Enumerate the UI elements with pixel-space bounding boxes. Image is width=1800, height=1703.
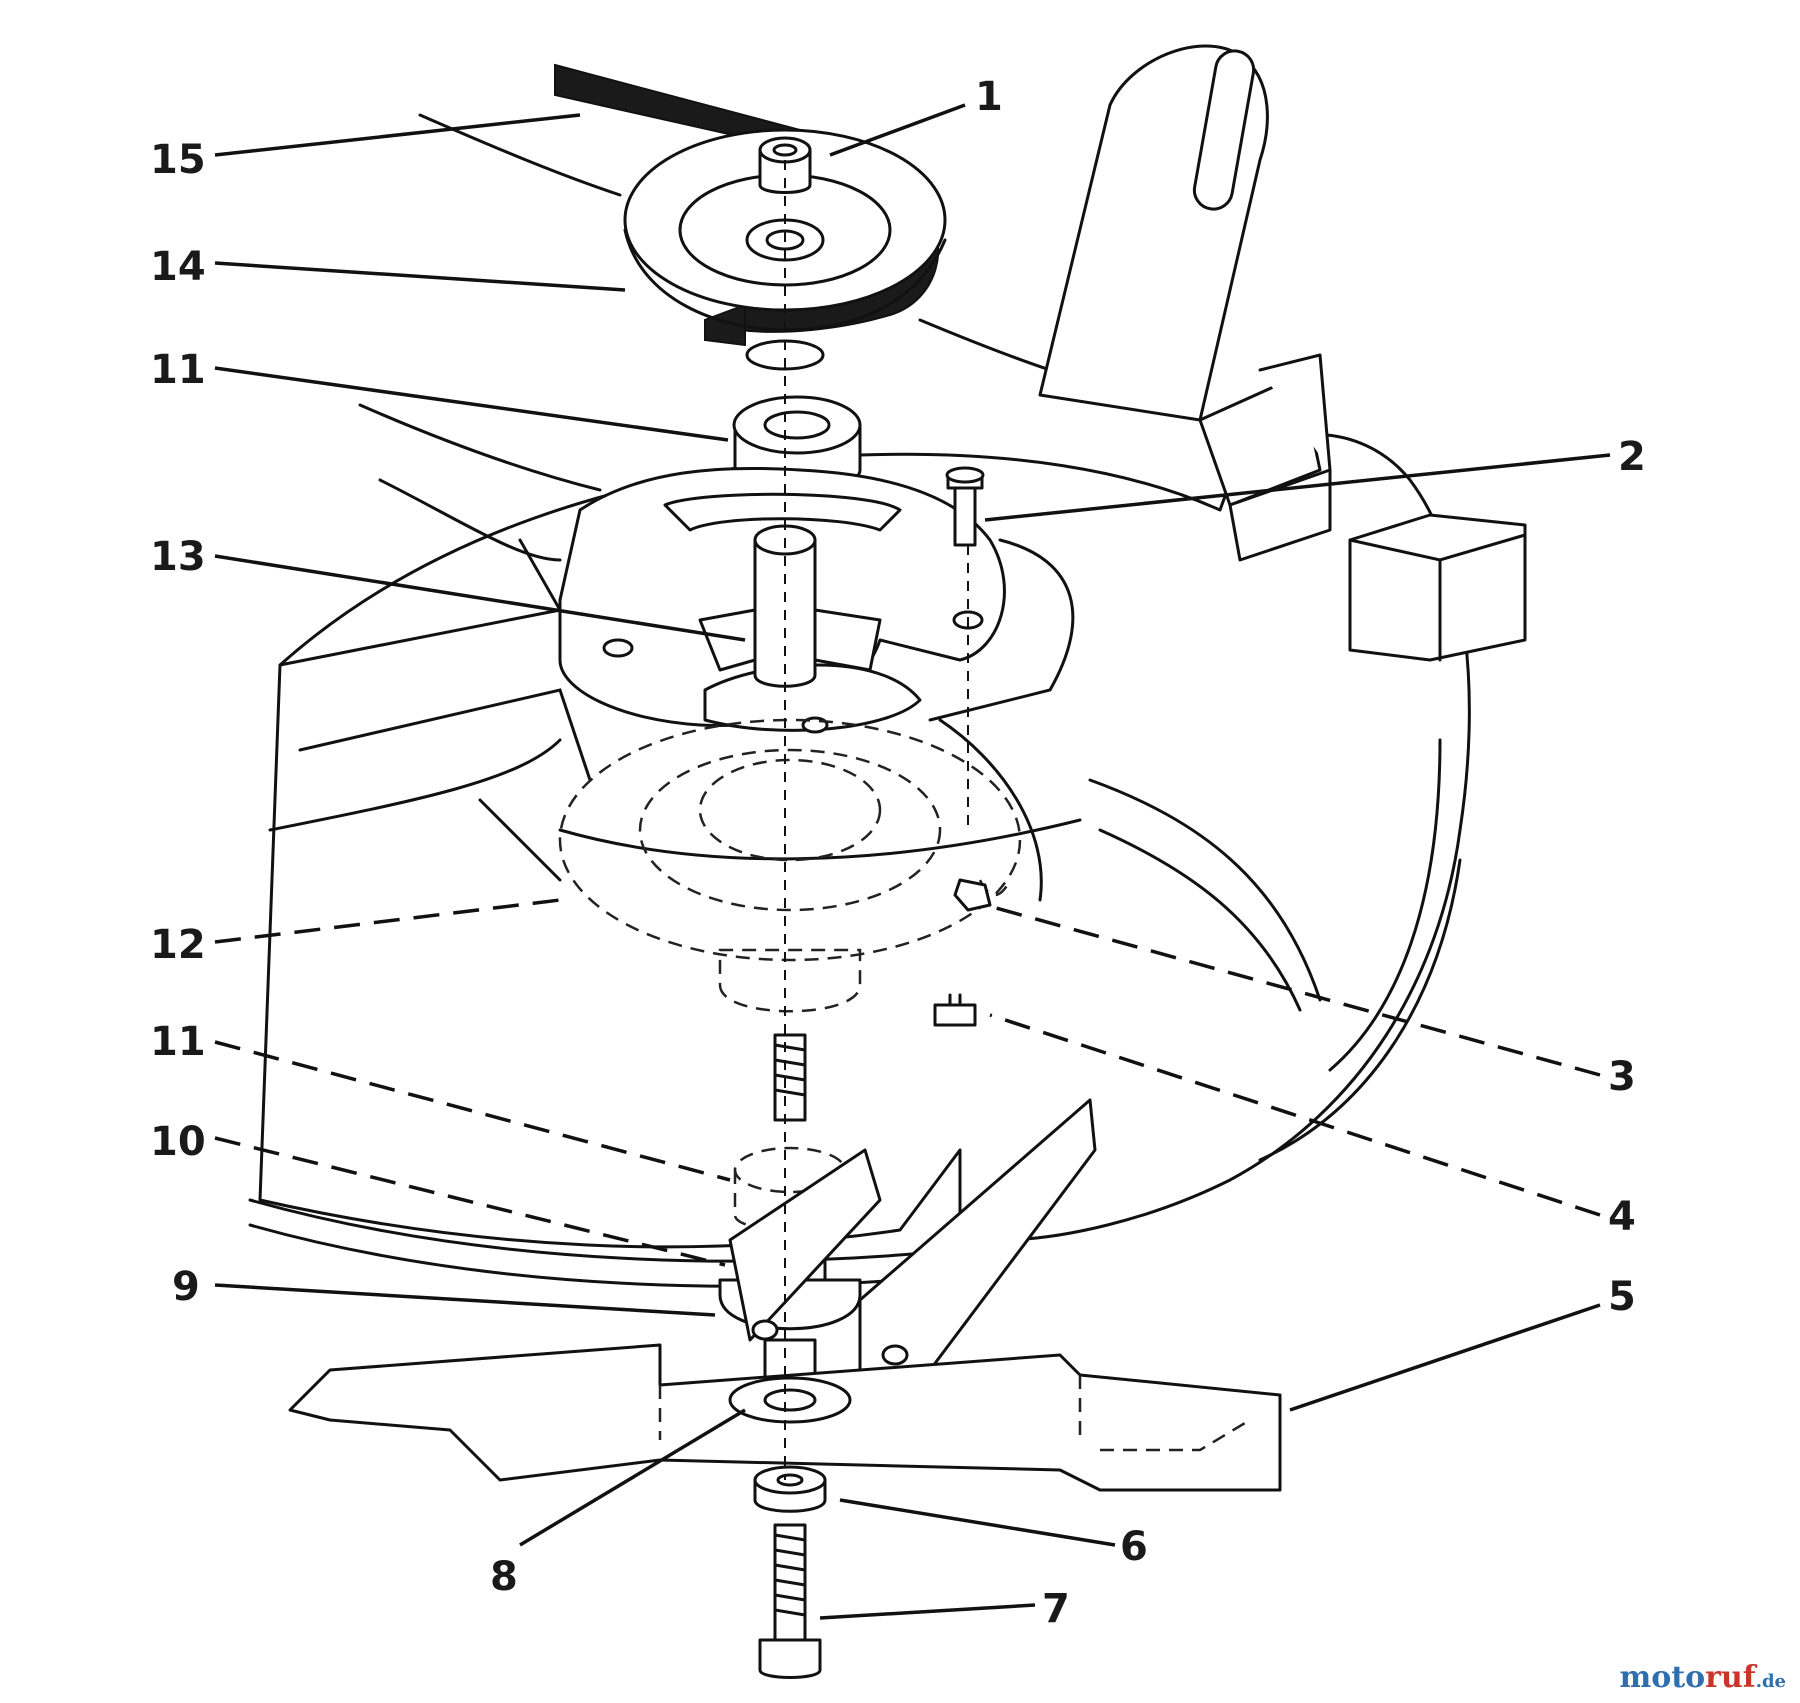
watermark-part-2: ruf bbox=[1705, 1660, 1756, 1695]
callout-6: 6 bbox=[1120, 1524, 1148, 1570]
blade-washer bbox=[728, 1376, 852, 1424]
spindle-housing bbox=[558, 466, 1006, 734]
bolt-2 bbox=[945, 466, 985, 547]
watermark-logo: motoruf.de bbox=[1620, 1660, 1786, 1695]
pulley-nut bbox=[758, 136, 812, 194]
deck-mount-bracket bbox=[1038, 44, 1527, 662]
callout-11b: 11 bbox=[150, 1019, 206, 1065]
callout-1: 1 bbox=[975, 74, 1003, 120]
callout-5: 5 bbox=[1608, 1274, 1636, 1320]
lock-nut-3 bbox=[953, 878, 992, 912]
callout-3: 3 bbox=[1608, 1054, 1636, 1100]
callout-11a: 11 bbox=[150, 347, 206, 393]
blade-bolt bbox=[758, 1523, 822, 1679]
callout-leaders bbox=[214, 103, 1611, 1620]
callout-15: 15 bbox=[150, 137, 206, 183]
watermark-part-3: .de bbox=[1755, 1671, 1786, 1692]
watermark-part-1: moto bbox=[1619, 1660, 1706, 1695]
callout-labels: 1 2 3 4 5 6 7 8 9 10 11 12 13 11 14 15 bbox=[150, 74, 1646, 1632]
lock-washer-4 bbox=[933, 993, 977, 1027]
callout-4: 4 bbox=[1608, 1194, 1636, 1240]
callout-8: 8 bbox=[490, 1554, 518, 1600]
callout-14: 14 bbox=[150, 244, 206, 290]
callout-10: 10 bbox=[150, 1119, 206, 1165]
callout-13: 13 bbox=[150, 534, 206, 580]
callout-7: 7 bbox=[1042, 1586, 1070, 1632]
callout-2: 2 bbox=[1618, 434, 1646, 480]
blade-adapter bbox=[728, 1098, 1097, 1382]
lower-washer bbox=[753, 1465, 827, 1513]
callout-12: 12 bbox=[150, 922, 206, 968]
spindle-housing-hidden bbox=[558, 718, 1022, 1013]
callout-9: 9 bbox=[172, 1264, 200, 1310]
